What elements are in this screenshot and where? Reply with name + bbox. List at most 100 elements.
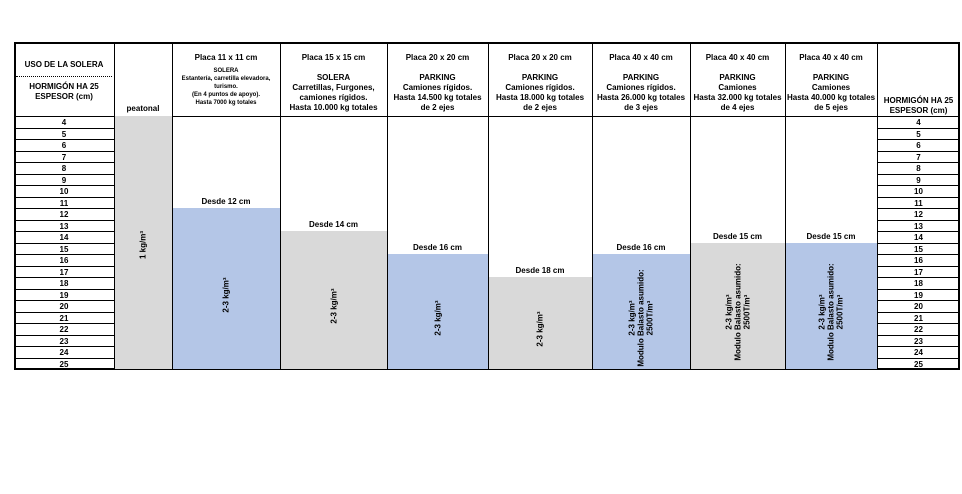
row-line-left — [14, 127, 114, 129]
row-line-left — [14, 300, 114, 301]
row-line-right — [877, 185, 960, 186]
plate-size-label: Placa 40 x 40 cm — [799, 53, 863, 62]
row-thickness-right: 4 — [916, 118, 921, 127]
row-line-right — [877, 139, 960, 140]
row-line-right — [877, 219, 960, 221]
row-thickness-left: 10 — [59, 187, 69, 196]
dosage-text: 2500T/m³ — [835, 294, 845, 330]
header-bottom-line — [14, 116, 960, 117]
column-divider — [172, 42, 173, 370]
row-line-left — [14, 323, 114, 324]
row-line-right — [877, 311, 960, 313]
row-thickness-right: 14 — [914, 233, 923, 242]
plate-size-label: Placa 40 x 40 cm — [609, 53, 673, 62]
use-description: Estantería, carretilla elevadora, — [181, 76, 271, 82]
dosage-text: Modulo Balasto asumido: — [826, 263, 836, 361]
row-thickness-left: 19 — [59, 290, 69, 300]
header-separator — [16, 76, 112, 77]
row-thickness-right: 6 — [916, 141, 921, 150]
dosage-text: Modulo Balasto asumido: — [733, 263, 742, 361]
use-description: Hasta 18.000 kg totales — [495, 93, 585, 102]
row-thickness-right: 15 — [914, 244, 923, 254]
column-divider — [280, 42, 281, 370]
plate-size-label: Placa 11 x 11 cm — [194, 53, 258, 62]
plate-size-label: Placa 15 x 15 cm — [301, 53, 366, 62]
row-line-left — [14, 311, 114, 313]
row-line-left — [14, 231, 114, 232]
row-thickness-right: 22 — [914, 325, 923, 334]
row-line-left — [14, 242, 114, 244]
dosage-text: 2500T/m³ — [742, 294, 751, 330]
thickness-bar — [690, 242, 785, 369]
row-line-left — [14, 369, 114, 370]
row-line-left — [14, 208, 114, 209]
row-line-right — [877, 265, 960, 267]
thickness-bar — [114, 116, 172, 369]
row-thickness-left: 14 — [59, 233, 69, 242]
column-divider — [488, 42, 489, 370]
row-thickness-right: 12 — [914, 210, 923, 219]
column-divider — [877, 42, 878, 370]
row-thickness-right: 16 — [914, 256, 923, 265]
use-description: PARKING — [719, 73, 756, 82]
dosage-text: 2500T/m³ — [645, 300, 655, 335]
column-divider — [114, 42, 115, 370]
bar-thickness-label: Desde 14 cm — [309, 220, 358, 229]
column-divider — [592, 42, 593, 370]
thickness-bar — [172, 208, 280, 369]
row-line-left — [14, 150, 114, 152]
row-line-left — [14, 162, 114, 163]
plate-size-label: Placa 40 x 40 cm — [705, 53, 770, 62]
fiber-dosage-label: 2-3 kg/m³ — [433, 300, 442, 335]
bar-thickness-label: Desde 15 cm — [713, 231, 762, 241]
row-thickness-left: 16 — [59, 256, 69, 265]
use-description: Camiones — [718, 83, 757, 92]
use-description: Camiones rígidos. — [606, 83, 676, 92]
bar-thickness-label: Desde 16 cm — [616, 243, 666, 252]
use-description: Camiones rígidos. — [402, 83, 473, 92]
row-thickness-right: 20 — [914, 302, 923, 311]
dosage-text: 1 kg/m³ — [138, 230, 148, 260]
row-line-right — [877, 150, 960, 152]
row-thickness-left: 4 — [61, 118, 67, 127]
row-thickness-left: 22 — [59, 325, 69, 334]
thickness-bar — [785, 242, 877, 369]
row-line-left — [14, 139, 114, 140]
bar-thickness-label: Desde 12 cm — [201, 197, 251, 206]
row-line-left — [14, 173, 114, 175]
right-thickness-header: HORMIGÓN HA 25 ESPESOR (cm) — [883, 96, 954, 115]
use-description: Hasta 14.500 kg totales — [393, 93, 482, 102]
row-thickness-right: 25 — [914, 359, 923, 369]
use-description: PARKING — [419, 73, 456, 82]
row-thickness-left: 9 — [61, 175, 67, 185]
dosage-text: Modulo Balasto asumido: — [636, 268, 646, 367]
row-thickness-left: 17 — [59, 267, 69, 277]
thickness-bar — [280, 231, 387, 369]
row-line-left — [14, 277, 114, 278]
use-description: Hasta 26.000 kg totales — [596, 93, 686, 102]
row-thickness-left: 11 — [59, 198, 69, 208]
column-divider — [785, 42, 786, 370]
row-thickness-left: 5 — [61, 129, 67, 139]
use-description: SOLERA — [316, 73, 351, 82]
row-line-left — [14, 185, 114, 186]
row-thickness-left: 13 — [59, 221, 69, 231]
use-description: Hasta 40.000 kg totales — [786, 93, 876, 102]
bar-thickness-label: Desde 15 cm — [806, 231, 856, 241]
row-thickness-right: 13 — [914, 221, 923, 231]
row-line-left — [14, 219, 114, 221]
dosage-text: 2-3 kg/m³ — [433, 299, 442, 336]
use-description: de 4 ejes — [720, 103, 755, 112]
row-line-right — [877, 196, 960, 198]
row-line-right — [877, 208, 960, 209]
row-thickness-left: 18 — [59, 279, 69, 288]
use-description: de 3 ejes — [624, 103, 658, 112]
plate-size-label: Placa 20 x 20 cm — [405, 53, 470, 62]
use-description: PARKING — [812, 73, 850, 82]
row-line-left — [14, 346, 114, 347]
row-thickness-right: 24 — [914, 348, 923, 357]
row-thickness-right: 7 — [916, 152, 921, 162]
